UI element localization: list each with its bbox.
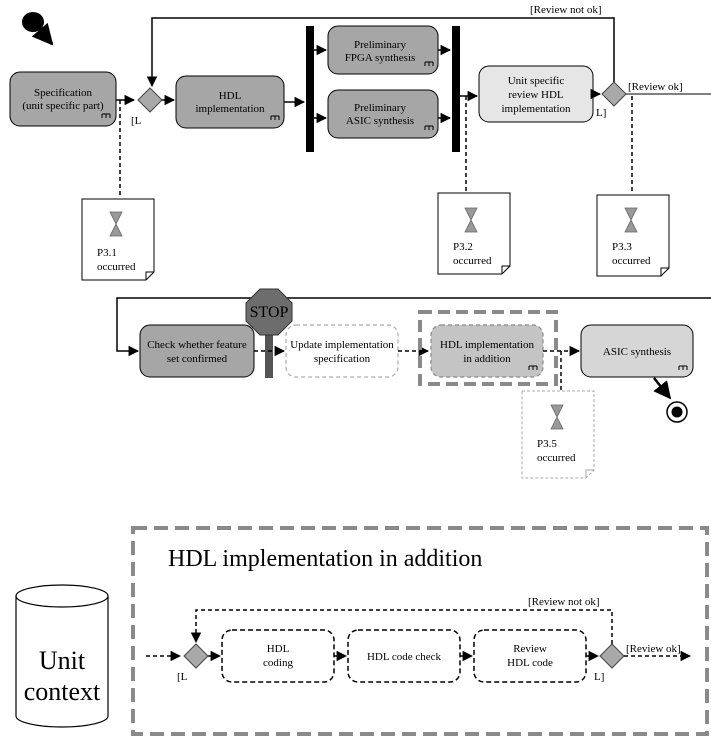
hdl-implementation-addition-action[interactable]: HDL implementation in addition <box>430 324 544 378</box>
addition-label-2: in addition <box>463 353 511 365</box>
fpga-label-1: Preliminary <box>354 39 406 51</box>
stop-sign: STOP <box>245 288 293 378</box>
p32-label-2: occurred <box>453 255 492 267</box>
event-p31: P3.1 occurred <box>81 198 155 281</box>
review-ok-guard: [Review ok] <box>628 81 683 93</box>
review-label-2: review HDL <box>508 89 564 101</box>
preliminary-fpga-synthesis-action[interactable]: Preliminary FPGA synthesis <box>327 25 439 75</box>
flow-to-check-feature <box>116 297 711 357</box>
review-not-ok-guard: [Review not ok] <box>530 4 601 16</box>
flow-review-not-ok-loop <box>146 17 615 88</box>
review-ok-guard-bottom: [Review ok] <box>626 643 681 655</box>
unit-specific-review-action[interactable]: Unit specific review HDL implementation <box>478 65 594 123</box>
guard-loop-top: [L <box>131 115 142 127</box>
asic-prelim-label-1: Preliminary <box>354 102 406 114</box>
p35-label-2: occurred <box>537 452 576 464</box>
flow-review-not-ok-loop-bottom <box>190 609 613 644</box>
preliminary-asic-synthesis-action[interactable]: Preliminary ASIC synthesis <box>327 89 439 139</box>
check-label-1: Check whether feature <box>147 339 247 351</box>
decision-diamond-bottom <box>599 643 625 669</box>
specification-label-2: (unit specific part) <box>22 100 104 112</box>
p33-label-2: occurred <box>612 255 651 267</box>
guard-loop-end-bottom: L] <box>594 671 604 683</box>
check-label-2: set confirmed <box>167 353 228 365</box>
specification-action[interactable]: Specification (unit specific part) <box>9 71 117 127</box>
addition-group-frame <box>418 310 558 386</box>
update-label-1: Update implementation <box>290 339 394 351</box>
review-not-ok-guard-bottom: [Review not ok] <box>528 596 599 608</box>
check-feature-set-action[interactable]: Check whether feature set confirmed <box>139 324 255 378</box>
p35-label-1: P3.5 <box>537 438 557 450</box>
p33-label-1: P3.3 <box>612 241 632 253</box>
asic-synthesis-label: ASIC synthesis <box>603 346 671 358</box>
decision-diamond-top <box>601 81 627 107</box>
guard-loop-end-top: L] <box>596 107 606 119</box>
merge-diamond-bottom <box>183 643 209 669</box>
review-code-label-1: Review <box>513 643 547 655</box>
update-label-2: specification <box>314 353 371 365</box>
p32-label-1: P3.2 <box>453 241 473 253</box>
addition-detail-frame <box>131 526 709 736</box>
update-implementation-spec-action[interactable]: Update implementation specification <box>285 324 399 378</box>
hdl-implementation-action[interactable]: HDL implementation <box>175 75 285 129</box>
hdl-impl-label-2: implementation <box>195 103 265 115</box>
coding-label-2: coding <box>263 657 293 669</box>
start-node <box>22 12 54 46</box>
addition-detail-title: HDL implementation in addition <box>168 546 482 572</box>
coding-label-1: HDL <box>267 643 290 655</box>
unit-context-label-1: Unit <box>39 646 86 675</box>
event-p35: P3.5 occurred <box>521 390 595 479</box>
event-p32: P3.2 occurred <box>437 192 511 275</box>
hdl-impl-label-1: HDL <box>219 90 242 102</box>
p31-label-1: P3.1 <box>97 247 117 259</box>
hdl-code-check-action[interactable]: HDL code check <box>347 629 461 683</box>
guard-loop-bottom: [L <box>177 671 188 683</box>
review-code-label-2: HDL code <box>507 657 553 669</box>
hdl-coding-action[interactable]: HDL coding <box>221 629 335 683</box>
unit-context-cylinder: Unit context <box>15 584 109 728</box>
stop-label: STOP <box>250 304 289 321</box>
p31-label-2: occurred <box>97 261 136 273</box>
fpga-label-2: FPGA synthesis <box>345 52 416 64</box>
fork-bar <box>306 26 314 152</box>
review-label-1: Unit specific <box>508 75 565 87</box>
event-p33: P3.3 occurred <box>596 194 670 277</box>
specification-label-1: Specification <box>34 87 93 99</box>
join-bar <box>452 26 460 152</box>
end-node <box>666 401 688 423</box>
addition-label-1: HDL implementation <box>440 339 534 351</box>
merge-diamond-top <box>137 87 163 113</box>
code-check-label: HDL code check <box>367 651 442 663</box>
review-hdl-code-action[interactable]: Review HDL code <box>473 629 587 683</box>
asic-synthesis-action[interactable]: ASIC synthesis <box>580 324 694 378</box>
unit-context-label-2: context <box>24 677 101 706</box>
review-label-3: implementation <box>501 103 571 115</box>
asic-prelim-label-2: ASIC synthesis <box>346 115 414 127</box>
flow-asic-to-end <box>653 377 672 400</box>
